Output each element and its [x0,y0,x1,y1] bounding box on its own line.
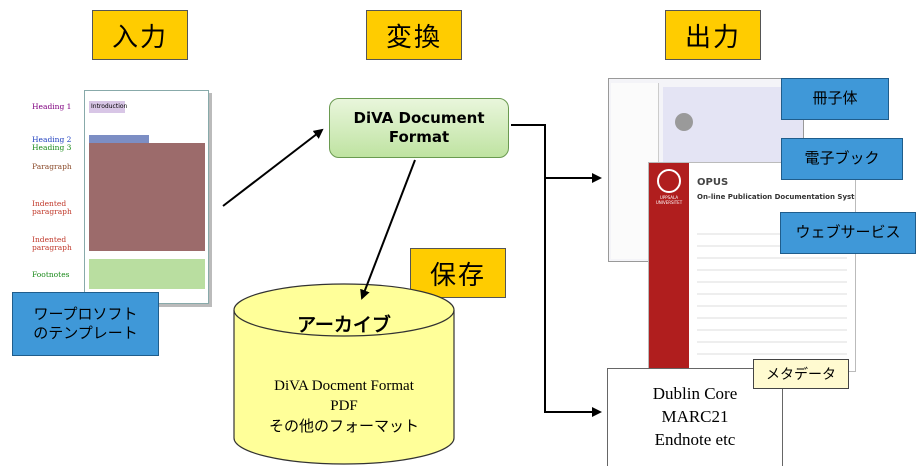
indented-paragraph-label-1: Indented paragraph [32,199,72,216]
intro-text: Introduction [91,103,128,110]
archive-title: アーカイブ [297,314,391,336]
archive-line-diva: DiVA Docment Format [274,378,414,394]
opus-subtitle: On-line Publication Documentation System… [697,193,855,201]
word-template-label-line1: ワープロソフト [33,304,138,323]
metadata-dublin-core: Dublin Core [652,384,738,403]
arrow-input-to-diva [222,128,324,207]
heading-3-label: Heading 3 [32,143,72,152]
ebook-label: 電子ブック [781,138,903,180]
heading-2-label: Heading 2 [32,135,72,144]
arrow-diva-to-metadata [544,178,602,417]
heading-1-label: Heading 1 [32,102,72,111]
metadata-label: メタデータ [753,359,849,389]
stage-input-label: 入力 [92,10,188,60]
booklet-label: 冊子体 [781,78,889,120]
archive-line-other: その他のフォーマット [268,418,419,435]
word-template-label: ワープロソフト のテンプレート [12,292,159,356]
diva-format-box: DiVA Document Format [329,98,509,158]
arrow-diva-to-archive [360,159,416,300]
archive-line-pdf: PDF [330,398,358,415]
stage-save-label: 保存 [410,248,506,298]
metadata-endnote: Endnote etc [654,429,736,449]
body-text-block [89,143,205,251]
opus-university-name: UPPSALA UNIVERSITET [655,195,683,205]
intro-highlight: Introduction [89,101,128,113]
stage-convert-label: 変換 [366,10,462,60]
diva-format-line1: DiVA Document [353,109,485,128]
stage-output-label: 出力 [665,10,761,60]
body-text-block-header [89,135,149,143]
word-template-document: Introduction [84,90,209,304]
archive-cylinder [233,283,455,465]
opus-title: OPUS [697,177,729,188]
arrow-diva-to-outputs [511,124,602,183]
indented-paragraph-label-2: Indented paragraph [32,235,72,252]
archive-format-list: DiVA Docment Format PDF その他のフォーマット [232,376,456,437]
footnotes-block [89,259,205,289]
web-service-label: ウェブサービス [780,212,916,254]
metadata-marc21: MARC21 [661,406,729,426]
footnotes-label: Footnotes [32,270,70,279]
booklet-seal-icon [675,113,693,131]
opus-web-screenshot: UPPSALA UNIVERSITET OPUS On-line Publica… [648,162,856,372]
word-template-label-line2: のテンプレート [33,324,138,342]
opus-logo-icon [657,169,681,193]
diva-format-line2: Format [388,128,450,146]
paragraph-label: Paragraph [32,162,72,171]
opus-sidebar: UPPSALA UNIVERSITET [649,163,689,371]
